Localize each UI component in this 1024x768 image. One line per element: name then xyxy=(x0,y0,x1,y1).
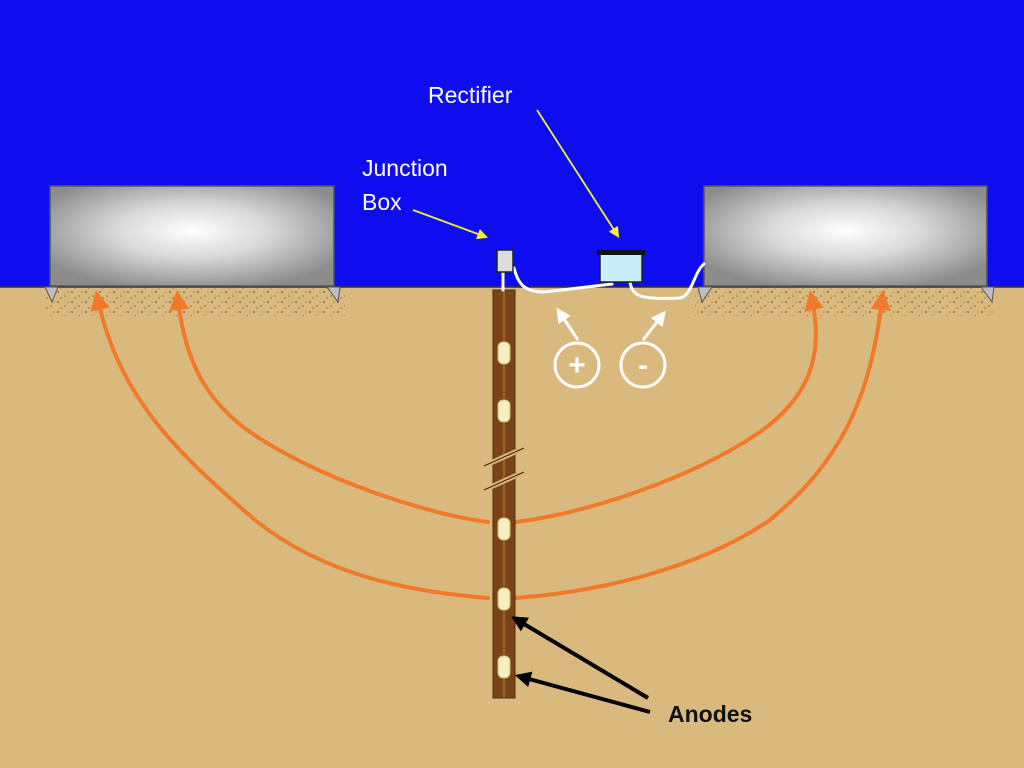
anodes-label: Anodes xyxy=(668,701,752,727)
anode xyxy=(497,341,511,365)
junction-box-label-line1: Junction xyxy=(362,155,448,181)
anode xyxy=(497,587,511,611)
anode xyxy=(497,399,511,423)
junction-box-label-line2: Box xyxy=(362,189,402,215)
junction-box xyxy=(496,249,514,273)
left-storage-tank xyxy=(44,185,341,304)
positive-symbol: + xyxy=(568,349,586,382)
positive-terminal-marker: + xyxy=(553,307,601,389)
current-flow-arrow-inner-left xyxy=(169,290,490,524)
current-flow-arrow-outer-right xyxy=(513,290,891,600)
anode-pointer-arrow-upper xyxy=(511,616,650,700)
current-flow-arrow-inner-right xyxy=(513,290,824,524)
left-tank-gravel-bed xyxy=(45,288,345,316)
negative-terminal-marker: - xyxy=(619,310,667,389)
rectifier xyxy=(597,250,645,283)
right-storage-tank xyxy=(697,185,995,304)
negative-symbol: - xyxy=(638,349,648,382)
rectifier-label-arrow xyxy=(536,109,620,238)
cables xyxy=(501,262,706,300)
junction-box-label-arrow xyxy=(412,209,489,240)
right-tank-gravel-bed xyxy=(695,288,995,316)
rectifier-label: Rectifier xyxy=(428,82,513,108)
anode xyxy=(497,655,511,679)
anodes xyxy=(497,341,511,679)
current-flow-arrows xyxy=(90,290,891,600)
negative-cable xyxy=(628,262,706,300)
anode-pointer-arrow-lower xyxy=(514,671,651,714)
positive-cable xyxy=(512,266,614,294)
anode xyxy=(497,517,511,541)
current-flow-arrow-outer-left xyxy=(90,290,490,600)
